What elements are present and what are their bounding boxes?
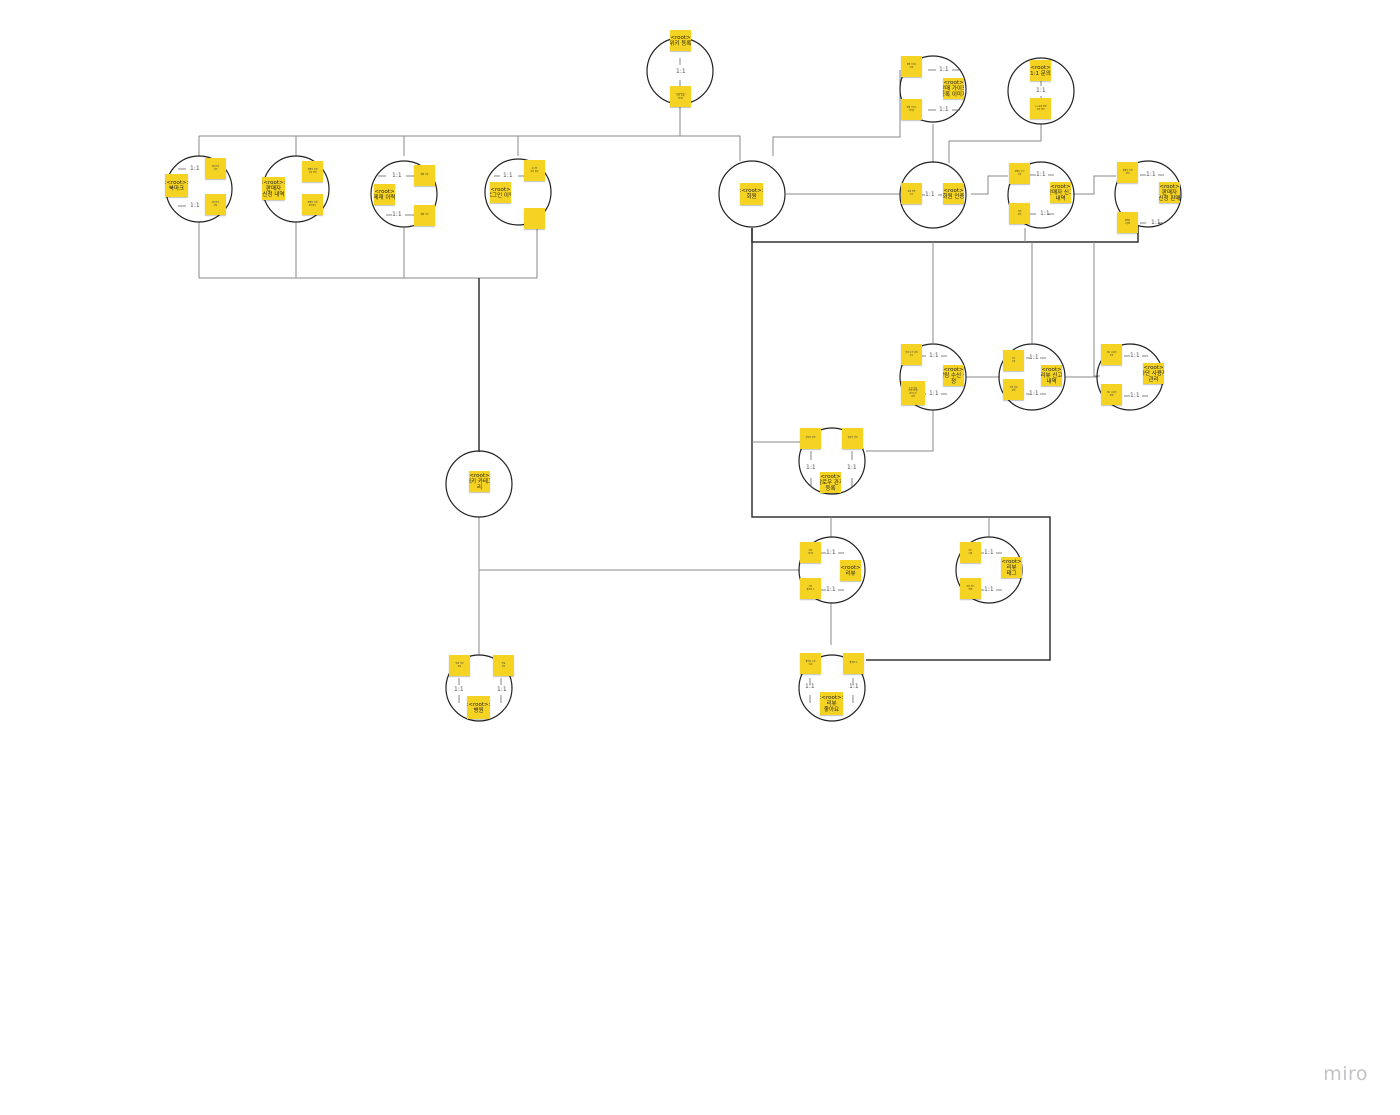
- relation-label: 1:1: [847, 464, 857, 471]
- sticky-note[interactable]: 처리 결과 상태: [1003, 379, 1024, 400]
- sticky-note[interactable]: 판매 가이드 내용: [901, 56, 922, 77]
- entity-circles: [165, 37, 1182, 722]
- sticky-note[interactable]: 판매자 신청 첨부파일: [302, 194, 323, 215]
- sticky-note[interactable]: 제재 기간: [414, 205, 435, 226]
- sticky-note[interactable]: 태그 이름: [960, 542, 981, 563]
- sticky-note[interactable]: 판매자 신고 사유: [1009, 163, 1030, 184]
- sticky-note-root[interactable]: <<root>> 북마크: [165, 174, 188, 197]
- relation-label: 1:1: [392, 211, 402, 218]
- sticky-note[interactable]: 신고 사유: [1003, 350, 1024, 371]
- sticky-note-root[interactable]: <<root>> 로그인 이력: [490, 182, 511, 203]
- sticky-note-root[interactable]: <<root>> 판매 가이드 등록 이미지: [943, 78, 964, 99]
- sticky-note[interactable]: 차단 사용자 목록: [1101, 344, 1122, 365]
- sticky-note-root[interactable]: <<root>> 제재 이력: [374, 184, 395, 205]
- sticky-note-root[interactable]: <<root>> 판매자 신고 내역: [1050, 182, 1071, 203]
- relation-label: 1:1: [190, 202, 200, 209]
- relation-label: 1:1: [929, 352, 939, 359]
- relation-label: 1:1: [1151, 219, 1161, 226]
- sticky-note[interactable]: 진료 과목: [493, 655, 514, 676]
- sticky-note-root[interactable]: <<root>> 리뷰 좋아요: [820, 692, 843, 715]
- relation-label: 1:1: [984, 549, 994, 556]
- relation-label: 1:1: [806, 464, 816, 471]
- sticky-note-root[interactable]: <<root>> 리뷰: [840, 560, 861, 581]
- sticky-note-root[interactable]: <<root>> 1:1 문의: [1030, 60, 1051, 81]
- sticky-note[interactable]: 판매자 사업자: [1117, 212, 1138, 233]
- sticky-note-root[interactable]: <<root>> 리뷰 신고 내역: [1041, 365, 1062, 386]
- sticky-note[interactable]: 북마크한 위키: [205, 158, 226, 179]
- relation-label: 1:1: [1036, 171, 1046, 178]
- relation-label: 1:1: [190, 165, 200, 172]
- sticky-note[interactable]: 리뷰 좋아요 수: [800, 578, 821, 599]
- sticky-note[interactable]: 판매 가이드 이미지: [901, 99, 922, 120]
- relation-label: 1:1: [849, 683, 859, 690]
- sticky-note[interactable]: 처리 상태: [1009, 203, 1030, 224]
- relation-label: 1:1: [929, 390, 939, 397]
- sticky-note[interactable]: 제재 사유: [414, 165, 435, 186]
- sticky-note[interactable]: 로그인 접속 정보: [524, 160, 545, 181]
- sticky-note[interactable]: <<root>> 위키 등록 이미지: [670, 86, 691, 107]
- relation-label: 1:1: [939, 66, 949, 73]
- sticky-note-root[interactable]: <<root>> 회원 인증: [943, 183, 964, 204]
- relation-label: 1:1: [497, 686, 507, 693]
- sticky-note[interactable]: 리뷰 이미지: [800, 542, 821, 563]
- sticky-note[interactable]: 좋아요 수: [843, 653, 864, 674]
- sticky-note[interactable]: 판매자 신청 상태: [1117, 162, 1138, 183]
- relation-label: 1:1: [1029, 354, 1039, 361]
- relation-label: 1:1: [805, 683, 815, 690]
- relation-label: 1:1: [1036, 87, 1046, 94]
- relation-label: 1:1: [984, 586, 994, 593]
- sticky-note[interactable]: 판매자 신청 처리 상태: [302, 161, 323, 182]
- sticky-note[interactable]: 회원 인증 수단: [901, 183, 922, 204]
- relation-label: 1:1: [454, 686, 464, 693]
- relation-label: 1:1: [1040, 210, 1050, 217]
- sticky-note-root[interactable]: <<root>> 위키 등록: [670, 30, 691, 51]
- relation-label: 1:1: [676, 68, 686, 75]
- sticky-note-root[interactable]: <<root>> 병원: [467, 696, 490, 719]
- sticky-note[interactable]: 수신 설정 카테고리별 세부수신 설정: [901, 381, 925, 405]
- relation-label: 1:1: [1130, 352, 1140, 359]
- sticky-note[interactable]: 팔로우 알림: [842, 428, 863, 449]
- relation-label: 1:1: [826, 586, 836, 593]
- sticky-note-root[interactable]: <<root>> 위키 카테고리: [469, 471, 490, 492]
- connector-lines: [198, 70, 1139, 661]
- relation-label: 1:1: [392, 172, 402, 179]
- sticky-note[interactable]: 리뷰 태그 매핑: [960, 578, 981, 599]
- sticky-note-root[interactable]: <<root>> 판매자 신청 판매: [1159, 182, 1180, 203]
- sticky-note[interactable]: 병원 기본 정보: [449, 655, 470, 676]
- relation-label: 1:1: [925, 191, 935, 198]
- sticky-note[interactable]: 차단 사용자 해제: [1101, 384, 1122, 405]
- relation-arrows: [178, 58, 1164, 703]
- sticky-note[interactable]: 팔로우 대상: [800, 428, 821, 449]
- sticky-note-root[interactable]: <<root>> 판매자 신청 내역: [262, 177, 285, 200]
- relation-label: 1:1: [826, 549, 836, 556]
- sticky-note[interactable]: 좋아요 누른 회원: [800, 653, 821, 674]
- sticky-note-root[interactable]: <<root>> 차단 사용자 관리: [1143, 363, 1164, 384]
- sticky-note[interactable]: 알림 수신 설정 수단: [901, 344, 922, 365]
- relation-label: 1:1: [1146, 171, 1156, 178]
- sticky-note-root[interactable]: <<root>> 회원: [740, 183, 763, 205]
- sticky-note[interactable]: [524, 208, 545, 229]
- miro-logo: miro: [1323, 1063, 1368, 1085]
- sticky-note[interactable]: 1:1 문의 답변 처리 상태: [1030, 98, 1051, 119]
- sticky-note[interactable]: 북마크한 리뷰: [205, 194, 226, 215]
- sticky-note-root[interactable]: <<root>> 팔로우 관계 등록: [820, 472, 841, 493]
- sticky-note-root[interactable]: <<root>> 알림 수신 설정: [943, 365, 964, 386]
- relation-label: 1:1: [1029, 390, 1039, 397]
- sticky-note-root[interactable]: <<root>> 리뷰 태그: [1001, 557, 1022, 578]
- relation-label: 1:1: [939, 106, 949, 113]
- relation-label: 1:1: [1130, 392, 1140, 399]
- relation-label: 1:1: [503, 172, 513, 179]
